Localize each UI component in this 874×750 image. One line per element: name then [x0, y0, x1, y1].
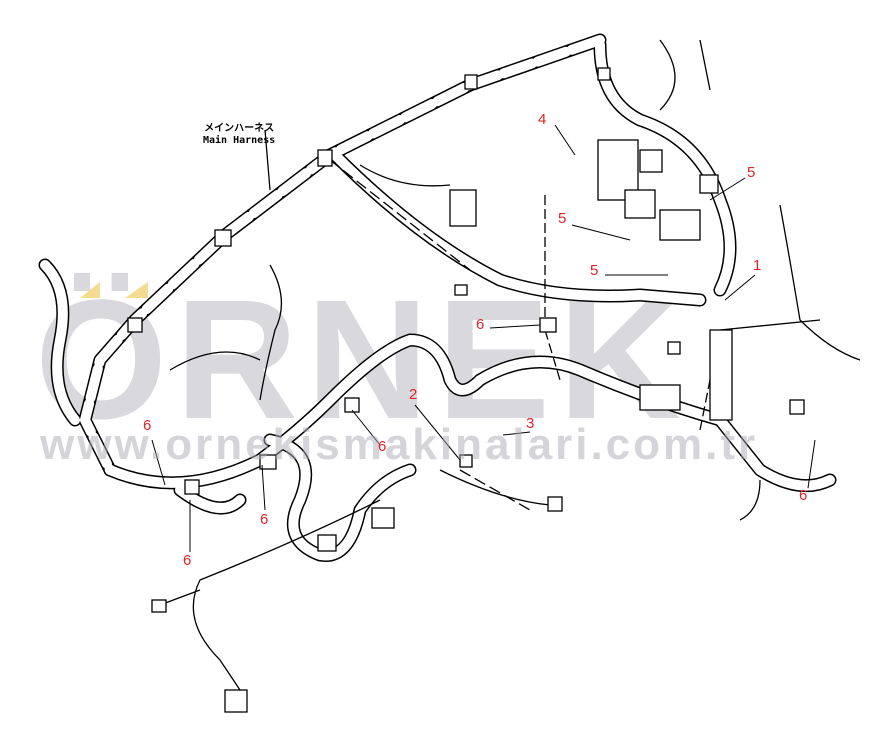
- callout-5: 5: [747, 164, 756, 181]
- callout-6: 6: [476, 316, 485, 333]
- callout-6: 6: [799, 487, 808, 504]
- relay-block: [709, 329, 733, 421]
- wires: [159, 39, 861, 691]
- callout-5: 5: [558, 210, 567, 227]
- main-harness-label-jp: メインハーネス: [204, 123, 275, 134]
- callout-4: 4: [538, 111, 547, 128]
- callout-2: 2: [409, 386, 418, 403]
- main-harness-label-en: Main Harness: [203, 135, 276, 146]
- callout-6: 6: [143, 417, 152, 434]
- main-harness-label: メインハーネス Main Harness: [203, 123, 275, 147]
- watermark-url: www.ornekismakinalari.com.tr: [40, 420, 759, 469]
- callout-1: 1: [753, 257, 762, 274]
- callout-6: 6: [378, 438, 387, 455]
- callout-6: 6: [260, 511, 269, 528]
- callout-5: 5: [590, 262, 599, 279]
- leader-lines: [151, 124, 816, 552]
- connectors: [127, 67, 805, 713]
- watermark-accent: [80, 282, 100, 298]
- watermark-accent: [125, 282, 148, 298]
- callout-3: 3: [526, 415, 535, 432]
- callout-6: 6: [183, 552, 192, 569]
